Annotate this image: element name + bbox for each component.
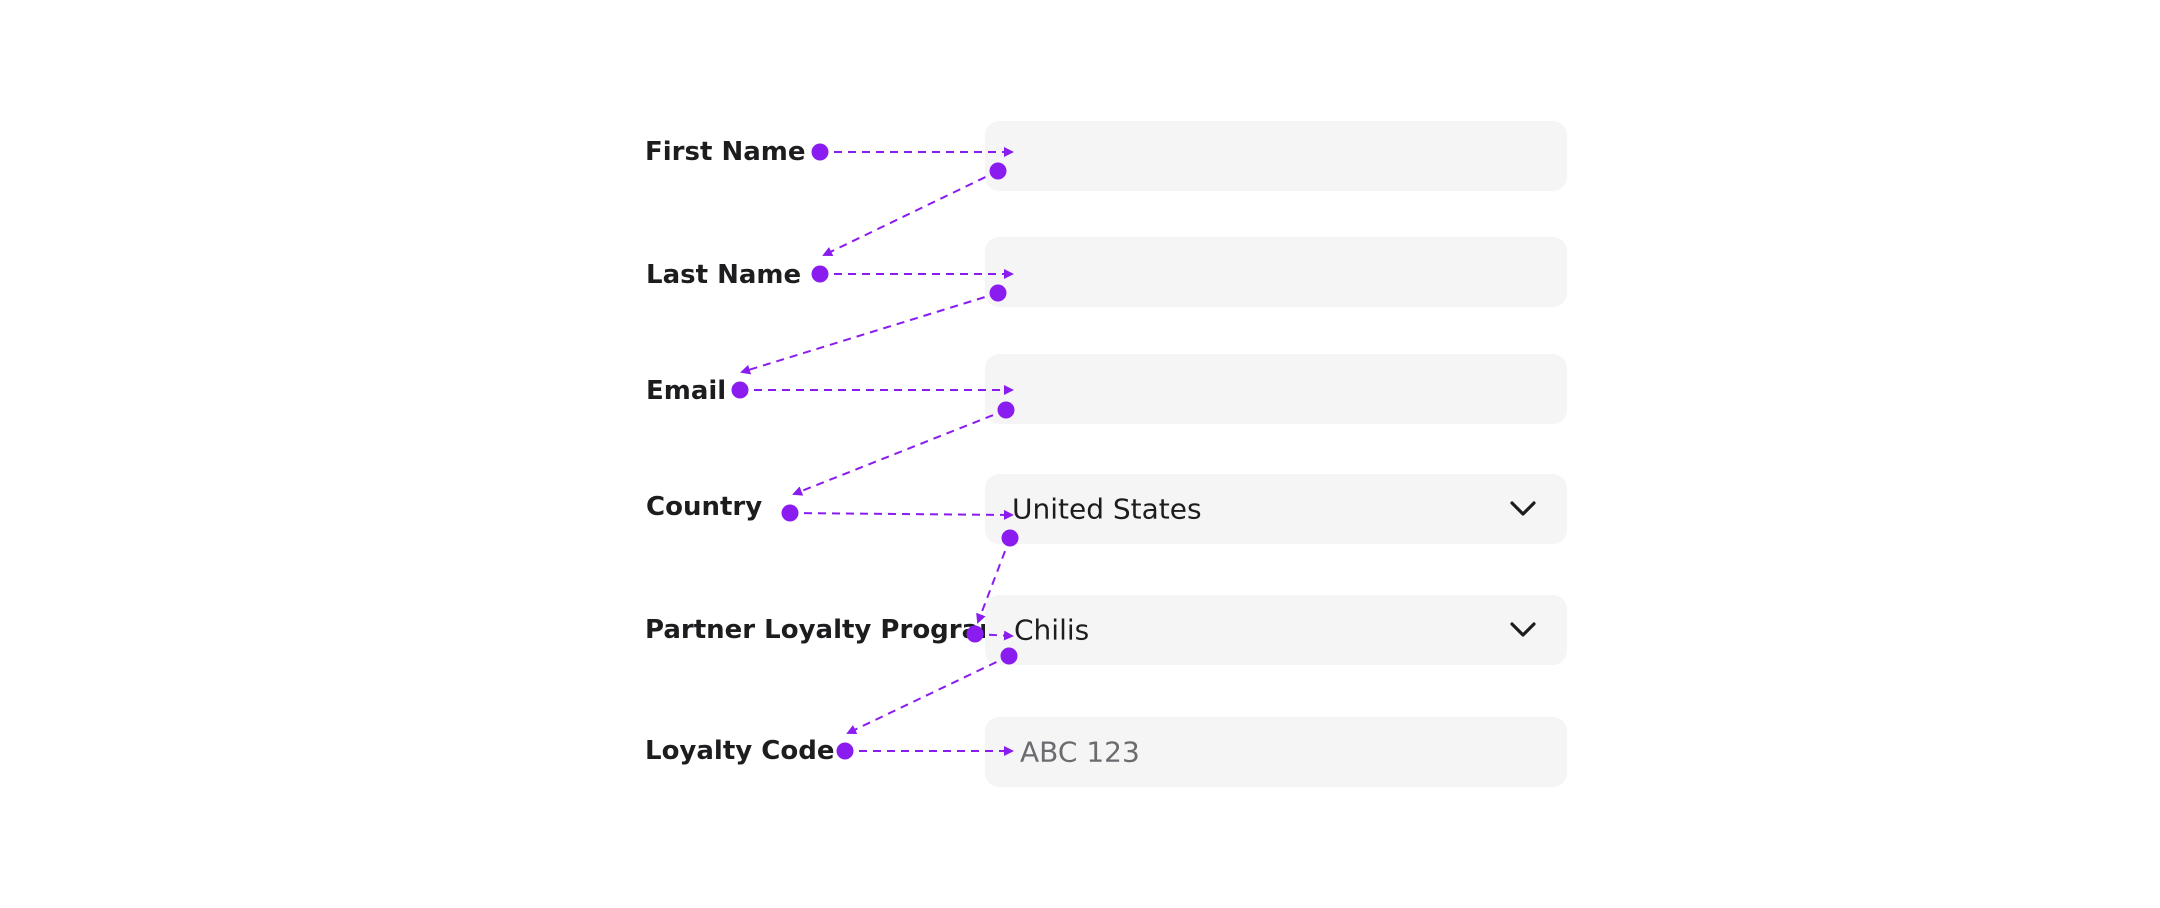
arrow-field-to-country [792,401,1015,496]
country-selected-value: United States [1012,492,1202,526]
last-name-field[interactable] [985,237,1567,307]
loyalty-code-field[interactable]: ABC 123 [985,717,1567,787]
chevron-down-icon [1510,622,1536,637]
loyalty-code-label: Loyalty Code [645,736,835,766]
last-name-label: Last Name [646,260,802,290]
country-select[interactable]: United States [985,474,1567,544]
arrow-field-to-email [740,284,1007,375]
country-label: Country [646,492,763,522]
chevron-down-icon [1510,501,1536,516]
arrow-first-name-to-field [811,143,1014,161]
partner-loyalty-program-select[interactable]: Chilis [985,595,1567,665]
email-field[interactable] [985,354,1567,424]
email-label: Email [646,376,727,406]
arrow-field-to-last-name [822,162,1007,257]
partner-loyalty-program-label: Partner Loyalty Program [645,615,1007,645]
first-name-label: First Name [645,137,806,167]
loyalty-code-placeholder: ABC 123 [1020,735,1140,769]
first-name-field[interactable] [985,121,1567,191]
partner-loyalty-program-selected-value: Chilis [1014,613,1090,647]
arrow-country-to-select [781,504,1014,522]
arrow-email-to-field [731,381,1014,399]
arrow-last-name-to-field [811,265,1014,283]
